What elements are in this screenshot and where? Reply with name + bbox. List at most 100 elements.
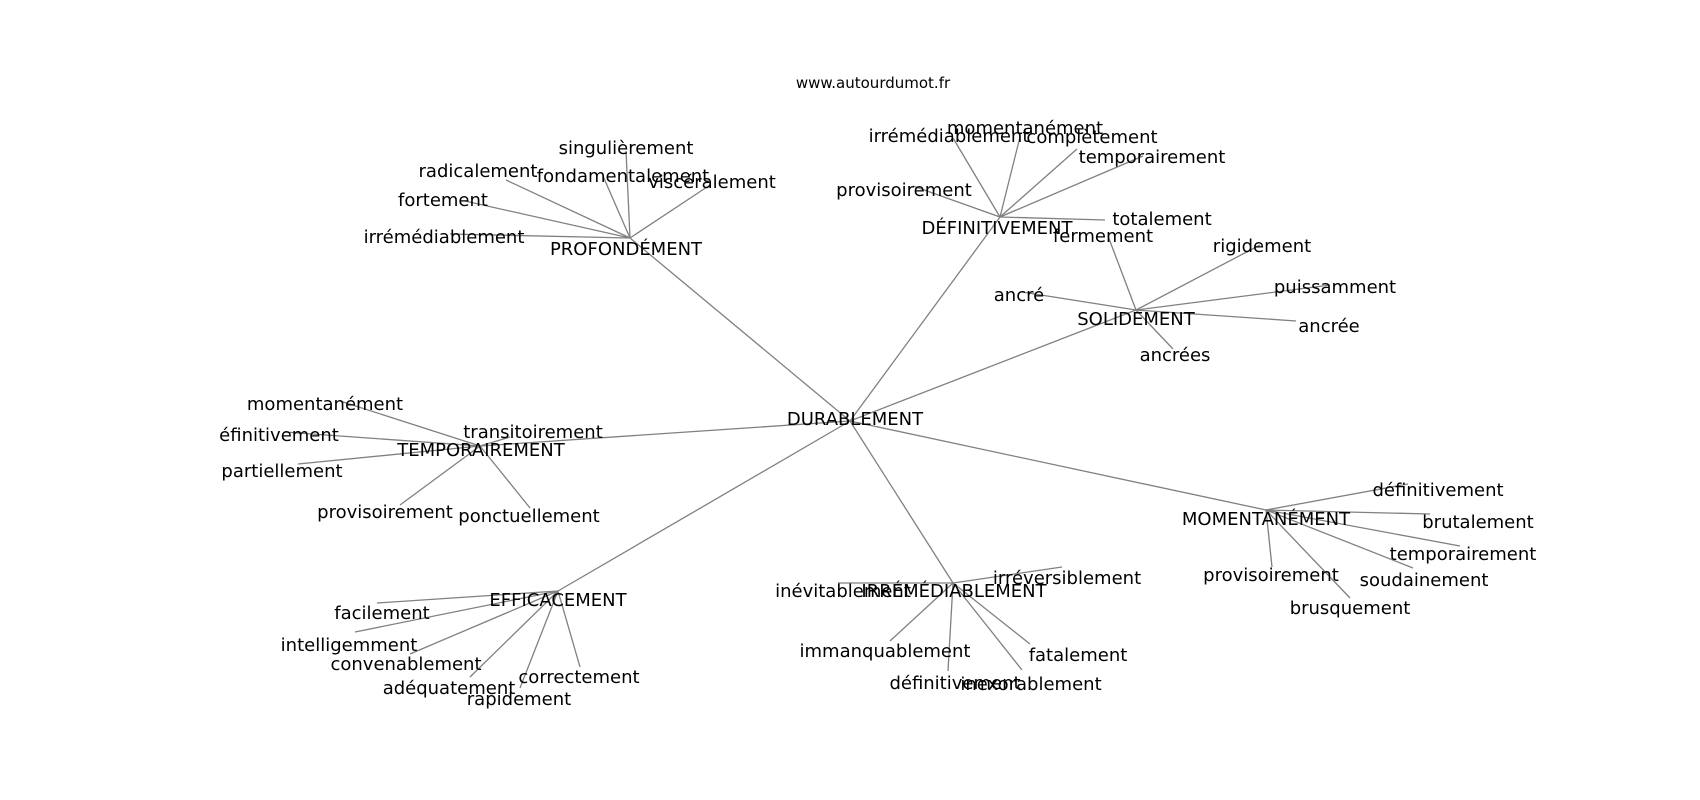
edge-efficacement-leaf-2 <box>409 590 559 655</box>
node-hub-momentanement[interactable]: MOMENTANÉMENT <box>1182 508 1351 530</box>
node-leaf-momentanement-1[interactable]: brutalement <box>1422 512 1533 533</box>
edge-profondement-leaf-2 <box>602 175 631 239</box>
node-hub-definitivement[interactable]: DÉFINITIVEMENT <box>921 217 1073 239</box>
graph-labels: DURABLEMENT PROFONDÉMENT singulièrement rad… <box>219 118 1536 710</box>
edge-definitivement-leaf-5 <box>999 216 1106 221</box>
node-leaf-momentanement-3[interactable]: provisoirement <box>1203 565 1339 586</box>
edge-efficacement-leaf-5 <box>519 590 559 689</box>
edge-momentanement-leaf-3 <box>1265 509 1273 568</box>
edge-momentanement-leaf-2 <box>1265 509 1461 547</box>
edge-solidement-leaf-1 <box>1135 244 1261 311</box>
edge-solidement-leaf-4 <box>1135 309 1297 322</box>
edge-definitivement-leaf-0 <box>999 136 1021 218</box>
node-leaf-irremediablement-5[interactable]: inexorablement <box>960 674 1101 695</box>
graph-edges <box>283 136 1461 689</box>
edge-temporairement-leaf-1 <box>283 431 481 447</box>
edge-temporairement-leaf-2 <box>479 436 511 447</box>
node-leaf-irremediablement-4[interactable]: définitivement <box>889 673 1020 694</box>
node-leaf-efficacement-4[interactable]: adéquatement <box>383 678 516 699</box>
node-leaf-solidement-5[interactable]: ancrées <box>1140 345 1211 366</box>
node-leaf-definitivement-2[interactable]: complètement <box>1026 127 1157 148</box>
edge-irremediablement-leaf-5 <box>952 582 1023 671</box>
edge-irremediablement-leaf-4 <box>947 582 954 672</box>
edge-solidement-leaf-5 <box>1135 309 1174 350</box>
node-leaf-definitivement-3[interactable]: temporairement <box>1079 147 1226 168</box>
edge-center-temporairement <box>479 420 851 447</box>
edge-center-profondement <box>629 237 851 422</box>
node-center-durablement[interactable]: DURABLEMENT <box>787 409 924 430</box>
node-hub-profondement[interactable]: PROFONDÉMENT <box>550 238 703 260</box>
node-leaf-profondement-2[interactable]: fondamentalement <box>537 166 709 187</box>
edge-center-momentanement <box>849 420 1267 511</box>
node-leaf-irremediablement-2[interactable]: immanquablement <box>800 641 971 662</box>
node-leaf-momentanement-2[interactable]: temporairement <box>1390 544 1537 565</box>
node-leaf-solidement-4[interactable]: ancrée <box>1298 316 1360 337</box>
node-hub-solidement[interactable]: SOLIDEMENT <box>1077 309 1196 330</box>
node-leaf-solidement-0[interactable]: fermement <box>1053 226 1153 247</box>
node-leaf-definitivement-0[interactable]: momentanément <box>947 118 1103 139</box>
node-leaf-profondement-3[interactable]: viscéralement <box>648 172 776 193</box>
node-leaf-efficacement-2[interactable]: convenablement <box>330 654 481 675</box>
edge-temporairement-leaf-4 <box>399 445 481 506</box>
node-leaf-definitivement-5[interactable]: totalement <box>1112 209 1211 230</box>
node-hub-irremediablement[interactable]: IRRÉMÉDIABLEMENT <box>861 580 1047 602</box>
edge-center-solidement <box>849 309 1137 422</box>
node-leaf-efficacement-0[interactable]: facilement <box>334 603 429 624</box>
node-hub-efficacement[interactable]: EFFICACEMENT <box>489 590 627 611</box>
node-leaf-irremediablement-0[interactable]: inévitablement <box>775 581 911 602</box>
node-leaf-efficacement-1[interactable]: intelligemment <box>281 635 418 656</box>
node-leaf-efficacement-3[interactable]: correctement <box>518 667 639 688</box>
node-leaf-solidement-3[interactable]: puissamment <box>1274 277 1396 298</box>
edge-center-irremediablement <box>849 420 954 584</box>
edge-momentanement-leaf-0 <box>1265 483 1409 511</box>
node-leaf-profondement-1[interactable]: radicalement <box>419 161 538 182</box>
edge-solidement-leaf-3 <box>1135 284 1331 311</box>
edge-solidement-leaf-0 <box>1107 235 1137 311</box>
node-leaf-definitivement-1[interactable]: irrémédiablement <box>869 126 1030 147</box>
edge-temporairement-leaf-3 <box>297 445 481 465</box>
node-leaf-temporairement-0[interactable]: momentanément <box>247 394 403 415</box>
edge-center-definitivement <box>849 216 1001 422</box>
edge-profondement-leaf-3 <box>629 184 711 239</box>
edge-profondement-leaf-1 <box>505 179 631 239</box>
node-leaf-temporairement-4[interactable]: provisoirement <box>317 502 453 523</box>
edge-definitivement-leaf-4 <box>912 185 1001 218</box>
node-leaf-momentanement-0[interactable]: définitivement <box>1372 480 1503 501</box>
edge-efficacement-leaf-1 <box>354 590 559 633</box>
node-leaf-temporairement-3[interactable]: partiellement <box>221 461 342 482</box>
edge-temporairement-leaf-0 <box>339 400 481 447</box>
node-leaf-temporairement-2[interactable]: transitoirement <box>463 422 603 443</box>
edge-efficacement-leaf-3 <box>557 590 581 668</box>
edge-profondement-leaf-5 <box>449 233 631 239</box>
node-leaf-irremediablement-1[interactable]: irréversiblement <box>993 568 1141 589</box>
node-leaf-profondement-5[interactable]: irrémédiablement <box>364 227 525 248</box>
edge-efficacement-leaf-0 <box>376 590 559 604</box>
edge-profondement-leaf-0 <box>625 150 631 239</box>
node-leaf-momentanement-5[interactable]: brusquement <box>1290 598 1411 619</box>
edge-efficacement-leaf-4 <box>469 590 559 678</box>
edge-momentanement-leaf-1 <box>1265 509 1431 515</box>
edge-temporairement-leaf-5 <box>479 445 531 509</box>
node-hub-temporairement[interactable]: TEMPORAIREMENT <box>396 440 566 461</box>
node-leaf-efficacement-5[interactable]: rapidement <box>467 689 571 710</box>
node-leaf-temporairement-1[interactable]: éfinitivement <box>219 425 339 446</box>
node-leaf-momentanement-4[interactable]: soudainement <box>1360 570 1489 591</box>
edge-solidement-leaf-2 <box>1021 291 1137 311</box>
node-leaf-solidement-2[interactable]: ancré <box>994 285 1044 306</box>
edge-irremediablement-leaf-1 <box>952 566 1063 584</box>
edge-center-efficacement <box>557 420 851 592</box>
node-leaf-profondement-4[interactable]: fortement <box>398 190 488 211</box>
edge-irremediablement-leaf-2 <box>889 582 954 642</box>
edge-definitivement-leaf-2 <box>999 148 1078 218</box>
edge-momentanement-leaf-5 <box>1265 509 1351 599</box>
node-leaf-solidement-1[interactable]: rigidement <box>1213 236 1311 257</box>
edge-profondement-leaf-4 <box>464 200 631 239</box>
node-leaf-temporairement-5[interactable]: ponctuellement <box>458 506 599 527</box>
edge-momentanement-leaf-4 <box>1265 509 1414 569</box>
node-leaf-definitivement-4[interactable]: provisoirement <box>836 180 972 201</box>
node-leaf-irremediablement-3[interactable]: fatalement <box>1029 645 1128 666</box>
edge-definitivement-leaf-3 <box>999 155 1144 218</box>
source-watermark: www.autourdumot.fr <box>796 74 951 92</box>
node-leaf-profondement-0[interactable]: singulièrement <box>559 138 694 159</box>
